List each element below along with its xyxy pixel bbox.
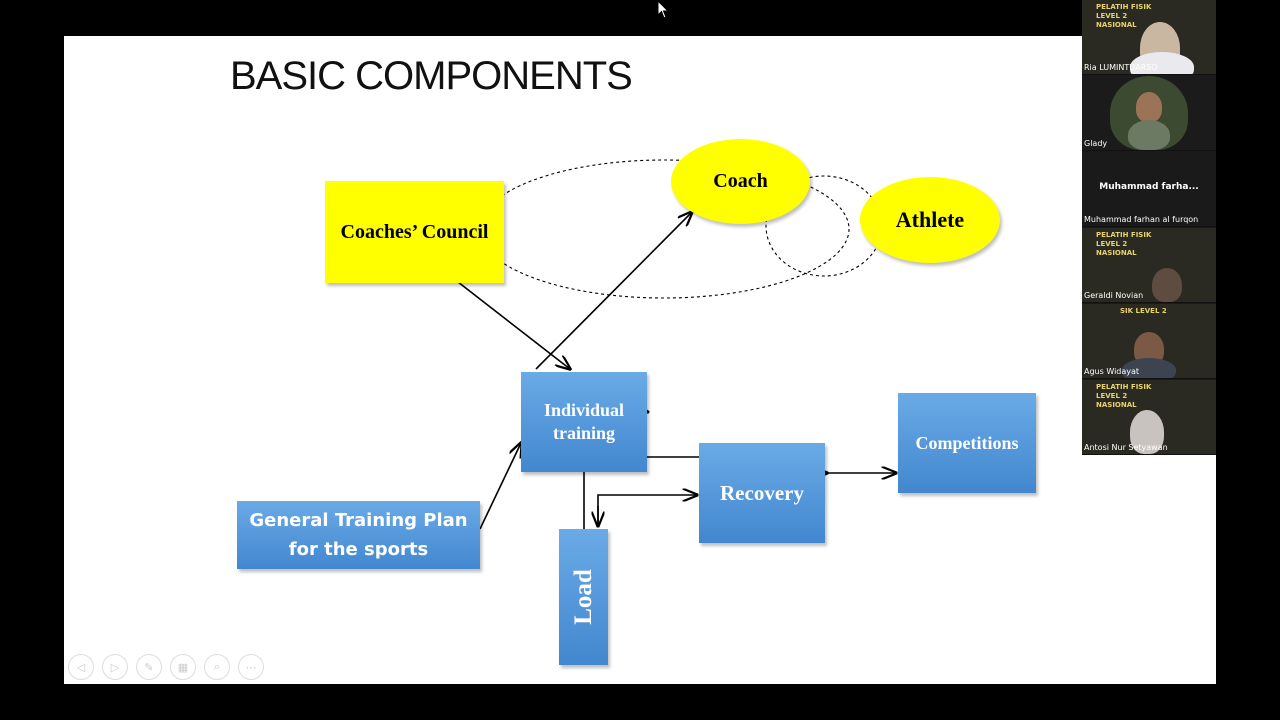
- slides-grid-icon[interactable]: ▦: [170, 654, 196, 680]
- arrow-council-to-training: [457, 281, 570, 369]
- node-load: Load: [559, 529, 608, 665]
- dashed-ellipse-large: [478, 159, 850, 299]
- participant-tile[interactable]: SIK LEVEL 2 Agus Widayat: [1082, 304, 1216, 379]
- participant-tile[interactable]: Muhammad farha... Muhammad farhan al fur…: [1082, 152, 1216, 227]
- participant-tile[interactable]: PELATIH FISIK LEVEL 2 NASIONAL Geraldi N…: [1082, 228, 1216, 303]
- event-banner: PELATIH FISIK LEVEL 2 NASIONAL: [1096, 383, 1152, 409]
- presentation-slide: BASIC COMPONENTS Coaches’ Council Co: [64, 36, 1216, 684]
- node-individual-training: Individual training: [521, 372, 647, 472]
- slide-title: BASIC COMPONENTS: [230, 54, 633, 98]
- zoom-icon[interactable]: ⌕: [204, 654, 230, 680]
- more-options-icon[interactable]: ⋯: [238, 654, 264, 680]
- arrow-training-to-coach: [535, 212, 692, 370]
- node-athlete: Athlete: [860, 177, 1000, 263]
- node-coach: Coach: [671, 139, 810, 224]
- mouse-cursor-icon: [657, 0, 670, 19]
- participant-tile[interactable]: PELATIH FISIK LEVEL 2 NASIONAL Ria LUMIN…: [1082, 0, 1216, 75]
- diagram-connectors: [457, 159, 1216, 530]
- participant-video: [1130, 410, 1164, 454]
- arrow-load-recovery: [597, 495, 697, 525]
- slide-controls: ◁ ▷ ✎ ▦ ⌕ ⋯: [68, 654, 264, 680]
- arrow-plan-to-training: [479, 443, 521, 530]
- next-slide-icon[interactable]: ▷: [102, 654, 128, 680]
- previous-slide-icon[interactable]: ◁: [68, 654, 94, 680]
- participant-tile[interactable]: Glady: [1082, 76, 1216, 151]
- event-banner: PELATIH FISIK LEVEL 2 NASIONAL: [1096, 3, 1152, 29]
- event-banner: SIK LEVEL 2: [1120, 307, 1167, 315]
- participant-video: [1152, 268, 1182, 302]
- node-competitions: Competitions: [898, 393, 1036, 493]
- node-recovery: Recovery: [699, 443, 825, 543]
- participants-panel: PELATIH FISIK LEVEL 2 NASIONAL Ria LUMIN…: [1082, 0, 1216, 455]
- node-general-training-plan: General Training Plan for the sports: [237, 501, 480, 569]
- event-banner: PELATIH FISIK LEVEL 2 NASIONAL: [1096, 231, 1152, 257]
- participant-tile[interactable]: PELATIH FISIK LEVEL 2 NASIONAL Antosi Nu…: [1082, 380, 1216, 455]
- pen-icon[interactable]: ✎: [136, 654, 162, 680]
- node-coaches-council: Coaches’ Council: [325, 181, 504, 283]
